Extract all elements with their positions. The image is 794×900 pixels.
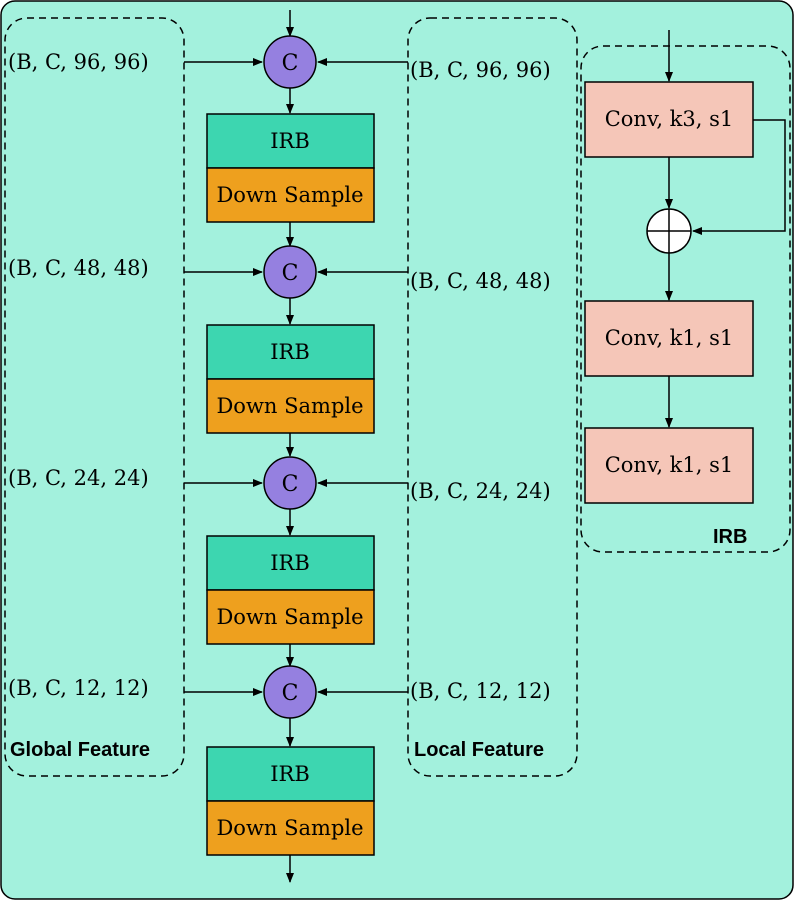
global-shape-label: (B, C, 48, 48) xyxy=(8,256,149,280)
conv-k1-box-1 xyxy=(584,300,754,377)
irb-block xyxy=(206,535,375,591)
residual-skip-arrow xyxy=(692,119,786,235)
down-sample-label: Down Sample xyxy=(216,394,363,418)
irb-detail: Conv, k3, s1 Conv, k1, s1 Conv, k1, s1 xyxy=(584,30,786,504)
stage-3: C IRB Down Sample (B, C, 24, 24) (B, C, … xyxy=(8,433,551,645)
global-shape-label: (B, C, 12, 12) xyxy=(8,676,149,700)
conv-k3-label: Conv, k3, s1 xyxy=(605,107,734,131)
down-sample-label: Down Sample xyxy=(216,605,363,629)
stage-2: C IRB Down Sample (B, C, 48, 48) (B, C, … xyxy=(8,222,551,434)
concat-symbol: C xyxy=(282,261,299,286)
irb-block xyxy=(206,746,375,802)
local-shape-label: (B, C, 12, 12) xyxy=(410,679,551,703)
global-shape-label: (B, C, 24, 24) xyxy=(8,466,149,490)
conv-k3-box xyxy=(584,81,754,158)
conv-k1-label-2: Conv, k1, s1 xyxy=(605,453,734,477)
concat-symbol: C xyxy=(282,681,299,706)
global-shape-label: (B, C, 96, 96) xyxy=(8,50,149,74)
down-sample-label: Down Sample xyxy=(216,183,363,207)
down-sample-label: Down Sample xyxy=(216,816,363,840)
local-shape-label: (B, C, 96, 96) xyxy=(410,58,551,82)
global-feature-group xyxy=(4,17,185,777)
irb-block xyxy=(206,324,375,380)
irb-label: IRB xyxy=(270,551,310,575)
stage-4: C IRB Down Sample (B, C, 12, 12) (B, C, … xyxy=(8,644,551,883)
down-sample-block xyxy=(206,378,375,434)
irb-label: IRB xyxy=(270,129,310,153)
conv-k1-label-1: Conv, k1, s1 xyxy=(605,326,734,350)
irb-label: IRB xyxy=(270,762,310,786)
stage-1: C IRB Down Sample (B, C, 96, 96) (B, C, … xyxy=(8,35,551,223)
local-shape-label: (B, C, 48, 48) xyxy=(410,269,551,293)
global-feature-label: Global Feature xyxy=(10,739,150,761)
irb-detail-title: IRB xyxy=(713,526,747,548)
irb-label: IRB xyxy=(270,340,310,364)
down-sample-block xyxy=(206,589,375,645)
local-feature-group xyxy=(407,17,578,777)
local-shape-label: (B, C, 24, 24) xyxy=(410,479,551,503)
irb-block xyxy=(206,113,375,169)
concat-symbol: C xyxy=(282,51,299,76)
local-feature-label: Local Feature xyxy=(414,739,544,761)
concat-symbol: C xyxy=(282,472,299,497)
conv-k1-box-2 xyxy=(584,427,754,504)
